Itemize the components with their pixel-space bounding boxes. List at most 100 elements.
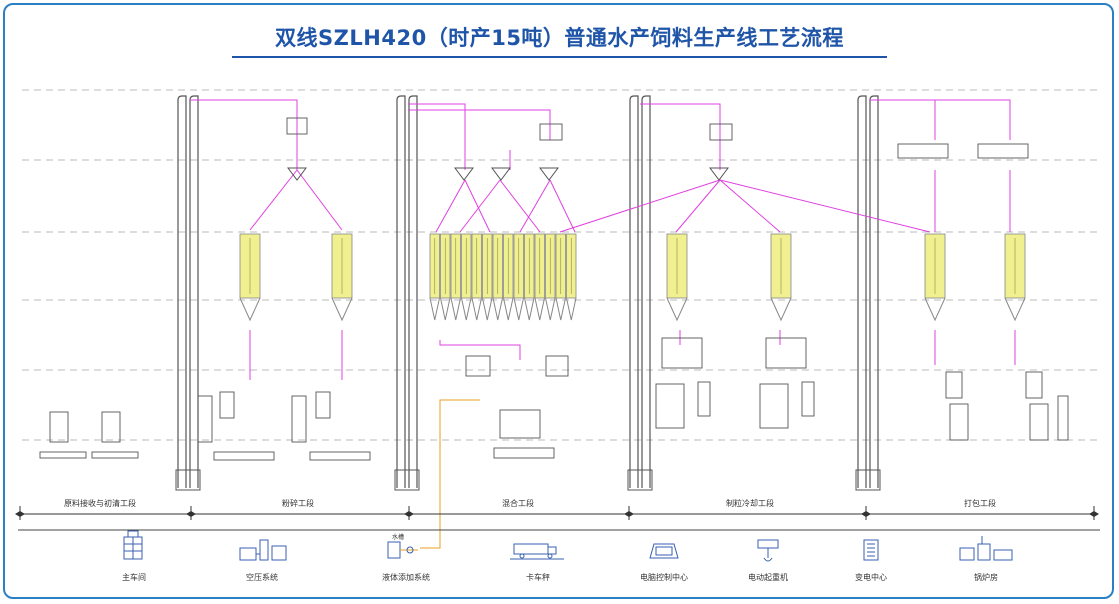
section-arrow [15, 511, 20, 517]
pipe [408, 109, 551, 140]
elevator-boot [175, 469, 201, 491]
transformer-icon [863, 539, 879, 561]
section-arrow [866, 511, 871, 517]
distributor [287, 167, 307, 181]
counterflow-cooler [655, 383, 685, 429]
packing-scale [1025, 371, 1043, 399]
air-compressor-icon [239, 539, 287, 561]
pipe-network [190, 99, 1016, 549]
bin-hopper [534, 297, 545, 321]
intake-pit-right [101, 411, 121, 443]
storage-bin [503, 233, 514, 321]
storage-bin [666, 233, 688, 322]
bucket-elevators [175, 95, 881, 491]
section-arrow [861, 511, 866, 517]
batch-scale [545, 355, 569, 377]
section-label-packing: 打包工段 [964, 498, 996, 508]
storage-bin [429, 233, 440, 321]
collecting-conveyor [213, 451, 275, 461]
facility-air-compressor: 空压系统 [239, 539, 287, 582]
bag-conveyor [1057, 395, 1069, 441]
section-divider-bar [15, 506, 1099, 520]
bin-hopper [482, 297, 493, 321]
pipe [249, 169, 298, 231]
packing-scale [945, 371, 963, 399]
section-arrow [1094, 511, 1099, 517]
pipe [464, 179, 491, 233]
cyclone [315, 391, 331, 419]
batch-scale [465, 355, 491, 377]
section-arrow [191, 511, 196, 517]
pipe [408, 103, 466, 170]
bucket-elevator-right [869, 95, 879, 488]
facility-label: 电脑控制中心 [640, 572, 688, 582]
storage-bin [331, 233, 353, 322]
distributor [454, 167, 474, 181]
section-arrow [186, 511, 191, 517]
bucket-elevator-left [396, 95, 406, 488]
pulse-dust-collector [286, 117, 308, 135]
pipe [499, 179, 541, 233]
facility-liquid-addition: 水槽 液体添加系统 [382, 533, 430, 582]
pipe [935, 99, 1011, 140]
hammer-mill [291, 395, 307, 443]
bin-hopper [924, 297, 946, 322]
mixer [499, 409, 541, 439]
storage-bin [545, 233, 556, 321]
storage-bins [239, 233, 1026, 322]
cooler-cyclone [801, 381, 815, 417]
bin-hopper [492, 297, 503, 321]
computer-icon [649, 543, 679, 559]
diagram-title: 双线SZLH420（时产15吨）普通水产饲料生产线工艺流程 [275, 26, 844, 50]
cyclone [219, 391, 235, 419]
bin-hopper [566, 297, 577, 321]
pipe [559, 179, 721, 233]
pipe [296, 169, 343, 231]
distributor [709, 167, 729, 181]
bucket-elevator-left [177, 95, 187, 488]
distributor [539, 167, 559, 181]
facility-label: 电动起重机 [748, 572, 788, 582]
rotary-screen [897, 143, 949, 159]
cooler-cyclone [697, 381, 711, 417]
section-label-grinding: 粉碎工段 [282, 498, 314, 508]
pipe [719, 179, 781, 233]
screw-conveyor [91, 451, 139, 459]
section-arrow [629, 511, 634, 517]
facility-electric-crane: 电动起重机 [748, 539, 788, 582]
storage-bin [924, 233, 946, 322]
equipment-group [39, 117, 1069, 461]
distributor [491, 167, 511, 181]
storage-bin [440, 233, 451, 321]
pipe [549, 179, 576, 233]
storage-bin [239, 233, 261, 322]
pulse-dust-collector [539, 123, 563, 141]
rotary-screen [977, 143, 1029, 159]
intake-pit-left [49, 411, 69, 443]
storage-bin [524, 233, 535, 321]
bucket-elevator-right [189, 95, 199, 488]
bin-hopper [471, 297, 482, 321]
elevator-boot [627, 469, 653, 491]
screw-conveyor [39, 451, 87, 459]
storage-bin [534, 233, 545, 321]
section-arrow [1089, 511, 1094, 517]
bin-hopper [450, 297, 461, 321]
facility-truck-scale: 卡车秤 [510, 543, 564, 582]
facility-label: 变电中心 [855, 572, 887, 582]
bucket-elevator-left [857, 95, 867, 488]
bin-hopper [461, 297, 472, 321]
storage-bin [482, 233, 493, 321]
pipe [459, 179, 501, 233]
pipe [439, 340, 521, 360]
pipe [190, 99, 298, 170]
elevator-boot [394, 469, 420, 491]
elevator-boot [855, 469, 881, 491]
title-underline [232, 56, 887, 58]
bin-hopper [1004, 297, 1026, 322]
collecting-conveyor [309, 451, 371, 461]
pipe [719, 179, 931, 233]
pulse-dust-collector [709, 123, 733, 141]
bin-hopper [503, 297, 514, 321]
